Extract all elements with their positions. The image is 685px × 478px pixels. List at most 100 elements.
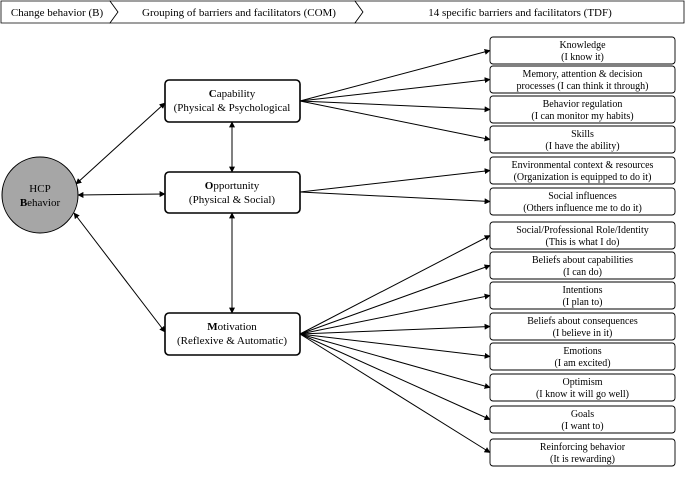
tdf-domain-description: (Organization is equipped to do it): [514, 172, 652, 183]
tdf-box-reinforcing-behavior: Reinforcing behavior(It is rewarding): [489, 438, 676, 467]
hcp-behavior-circle: [1, 156, 79, 234]
tdf-box-environmental-context-resources: Environmental context & resources(Organi…: [489, 156, 676, 185]
tdf-domain-description: (I can do): [563, 267, 602, 278]
tdf-box-emotions: Emotions(I am excited): [489, 342, 676, 371]
tdf-domain-name: Intentions: [563, 285, 603, 296]
arrow-to-social-professional-role-identity: [299, 235, 491, 335]
tdf-box-intentions: Intentions(I plan to): [489, 281, 676, 310]
tdf-domain-description: processes (I can think it through): [517, 81, 649, 92]
arrow-to-memory-attention-decision: [299, 77, 491, 102]
com-opportunity-node: Opportunity (Physical & Social): [164, 171, 301, 214]
com-opportunity-initial: O: [205, 180, 214, 192]
hcp-label-line1: HCP: [29, 183, 50, 195]
com-motivation-box: [164, 312, 301, 356]
arrow-to-environmental-context-resources: [299, 168, 491, 193]
arrow-to-social-influences: [299, 191, 491, 205]
tdf-domain-name: Environmental context & resources: [512, 160, 654, 171]
tdf-box-frame: [489, 156, 676, 185]
tdf-domain-name: Memory, attention & decision: [523, 69, 643, 80]
tdf-box-frame: [489, 187, 676, 216]
com-motivation-initial: M: [207, 321, 218, 333]
tdf-domain-description: (I want to): [561, 421, 603, 432]
tdf-box-social-professional-role-identity: Social/Professional Role/Identity(This i…: [489, 221, 676, 250]
header-step-3-label: 14 specific barriers and facilitators (T…: [428, 7, 612, 19]
com-motivation-title: Motivation: [207, 321, 257, 333]
hcp-label-initial: B: [20, 197, 28, 209]
arrow-to-intentions: [299, 293, 491, 335]
arrow-to-beliefs-about-capabilities: [299, 264, 491, 335]
tdf-domain-name: Goals: [571, 409, 594, 420]
tdf-domain-description: (I plan to): [563, 297, 603, 308]
tdf-box-skills: Skills(I have the ability): [489, 125, 676, 154]
arrow-to-reinforcing-behavior: [299, 333, 491, 453]
tdf-domain-description: (I believe in it): [553, 328, 613, 339]
arrow-to-skills: [299, 100, 491, 142]
tdf-domain-list: Knowledge(I know it)Memory, attention & …: [489, 36, 676, 467]
tdf-box-frame: [489, 342, 676, 371]
tdf-domain-description: (I know it): [561, 52, 604, 63]
tdf-box-social-influences: Social influences(Others influence me to…: [489, 187, 676, 216]
tdf-box-frame: [489, 405, 676, 434]
com-capability-node: Capability (Physical & Psychological: [164, 79, 301, 123]
tdf-box-beliefs-about-consequences: Beliefs about consequences(I believe in …: [489, 312, 676, 341]
tdf-box-knowledge: Knowledge(I know it): [489, 36, 676, 65]
tdf-box-frame: [489, 438, 676, 467]
tdf-domain-description: (It is rewarding): [550, 454, 615, 465]
tdf-box-frame: [489, 65, 676, 94]
com-capability-sub: (Physical & Psychological: [174, 102, 291, 114]
tdf-domain-description: (I am excited): [554, 358, 610, 369]
hcp-behavior-node: HCP Behavior: [1, 156, 79, 234]
tdf-box-frame: [489, 251, 676, 280]
header-bar: Change behavior (B) Grouping of barriers…: [0, 0, 685, 24]
tdf-box-frame: [489, 125, 676, 154]
tdf-domain-name: Skills: [571, 129, 594, 140]
tdf-domain-name: Emotions: [563, 346, 601, 357]
tdf-box-beliefs-about-capabilities: Beliefs about capabilities(I can do): [489, 251, 676, 280]
header-step-1-label: Change behavior (B): [11, 7, 104, 19]
hcp-label-rest: ehavior: [27, 197, 60, 209]
tdf-box-optimism: Optimism(I know it will go well): [489, 373, 676, 402]
arrow-to-optimism: [299, 333, 491, 389]
tdf-domain-name: Social/Professional Role/Identity: [516, 225, 648, 236]
tdf-box-frame: [489, 373, 676, 402]
arrow-to-beliefs-about-consequences: [299, 323, 491, 335]
tdf-box-frame: [489, 312, 676, 341]
tdf-domain-name: Optimism: [562, 377, 602, 388]
com-capability-box: [164, 79, 301, 123]
com-motivation-node: Motivation (Reflexive & Automatic): [164, 312, 301, 356]
connectors: [73, 48, 491, 453]
com-capability-initial: C: [209, 88, 217, 100]
tdf-box-frame: [489, 36, 676, 65]
arrow-hcp-motivation: [73, 212, 166, 333]
arrow-to-goals: [299, 333, 491, 421]
tdf-domain-name: Behavior regulation: [543, 99, 623, 110]
tdf-domain-description: (Others influence me to do it): [523, 203, 642, 214]
com-opportunity-box: [164, 171, 301, 214]
com-motivation-rest: otivation: [218, 321, 258, 333]
com-opportunity-sub: (Physical & Social): [189, 194, 275, 206]
tdf-box-goals: Goals(I want to): [489, 405, 676, 434]
header-step-3-shape: [354, 0, 685, 24]
arrow-to-behavior-regulation: [299, 100, 491, 113]
tdf-domain-name: Knowledge: [559, 40, 606, 51]
tdf-domain-description: (I can monitor my habits): [531, 111, 633, 122]
tdf-domain-name: Beliefs about capabilities: [532, 255, 633, 266]
tdf-domain-name: Reinforcing behavior: [540, 442, 626, 453]
tdf-box-frame: [489, 221, 676, 250]
tdf-domain-description: (This is what I do): [546, 237, 620, 248]
header-step-2-label: Grouping of barriers and facilitators (C…: [142, 7, 336, 19]
tdf-domain-description: (I have the ability): [545, 141, 619, 152]
arrow-to-emotions: [299, 333, 491, 359]
tdf-domain-description: (I know it will go well): [536, 389, 629, 400]
com-capability-rest: apability: [217, 88, 256, 100]
arrow-hcp-opportunity: [77, 191, 166, 198]
com-opportunity-title: Opportunity: [205, 180, 260, 192]
com-capability-title: Capability: [209, 88, 256, 100]
hcp-label-line2: Behavior: [20, 197, 61, 209]
arrow-hcp-capability: [75, 102, 166, 185]
tdf-domain-name: Beliefs about consequences: [527, 316, 638, 327]
tdf-box-behavior-regulation: Behavior regulation(I can monitor my hab…: [489, 95, 676, 124]
tdf-box-frame: [489, 281, 676, 310]
